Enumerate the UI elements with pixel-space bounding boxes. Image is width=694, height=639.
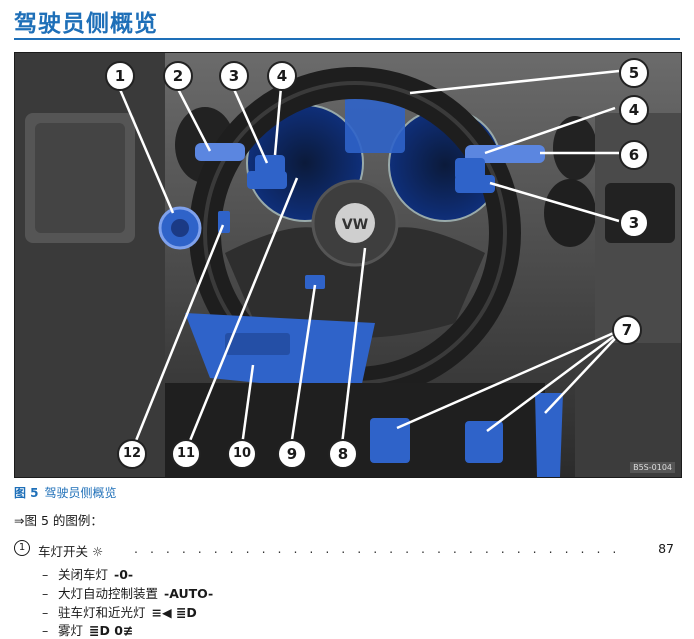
page-title: 驾驶员侧概览: [14, 11, 158, 37]
page-reference[interactable]: 87: [658, 541, 674, 556]
caption-label: 图 5: [14, 486, 39, 500]
callout-2: 2: [163, 61, 193, 91]
dash: –: [42, 605, 49, 620]
subitem-lights-off: –关闭车灯 -0-: [42, 564, 133, 583]
leader-dots: . . . . . . . . . . . . . . . . . . . . …: [134, 541, 624, 556]
subitem-parking-lowbeam: –驻车灯和近光灯 ≡◀ ≣D: [42, 602, 197, 621]
title-underline: [14, 38, 680, 40]
light-icon: ☼: [92, 544, 104, 559]
subitem-auto-headlight: –大灯自动控制装置 -AUTO-: [42, 583, 213, 602]
entry-number: 1: [14, 540, 30, 556]
fog-light-icon: ≣D 0≢: [89, 623, 134, 638]
cockpit-illustration: VW: [14, 52, 682, 478]
callout-10: 10: [227, 439, 257, 469]
callout-5: 5: [619, 58, 649, 88]
figure-code: B5S-0104: [630, 462, 675, 473]
lights-off-icon: -0-: [114, 567, 134, 582]
dash: –: [42, 623, 49, 638]
figure-caption: 图 5 驾驶员侧概览: [14, 484, 117, 501]
callout-8: 8: [328, 439, 358, 469]
callout-4-left: 4: [267, 61, 297, 91]
callout-1: 1: [105, 61, 135, 91]
callout-4-right: 4: [619, 95, 649, 125]
caption-text: 驾驶员侧概览: [44, 486, 117, 500]
callout-12: 12: [117, 439, 147, 469]
subitem-fog-lights: –雾灯 ≣D 0≢: [42, 620, 133, 639]
parking-lowbeam-icon: ≡◀ ≣D: [151, 605, 197, 620]
legend-reference: ⇒图 5 的图例：: [14, 513, 103, 528]
subitem-text: 雾灯: [58, 623, 84, 638]
legend-entry-1: 1 车灯开关☼ . . . . . . . . . . . . . . . . …: [14, 540, 680, 559]
callout-3-left: 3: [219, 61, 249, 91]
svg-text:VW: VW: [342, 217, 368, 233]
subitem-text: 大灯自动控制装置: [58, 586, 159, 601]
auto-icon: -AUTO-: [164, 586, 214, 601]
dash: –: [42, 586, 49, 601]
dash: –: [42, 567, 49, 582]
callout-6: 6: [619, 140, 649, 170]
subitem-text: 关闭车灯: [58, 567, 109, 582]
entry-label: 车灯开关: [38, 544, 89, 559]
callout-11: 11: [171, 439, 201, 469]
callout-9: 9: [277, 439, 307, 469]
callout-3-right: 3: [619, 208, 649, 238]
callout-7: 7: [612, 315, 642, 345]
subitem-text: 驻车灯和近光灯: [58, 605, 146, 620]
